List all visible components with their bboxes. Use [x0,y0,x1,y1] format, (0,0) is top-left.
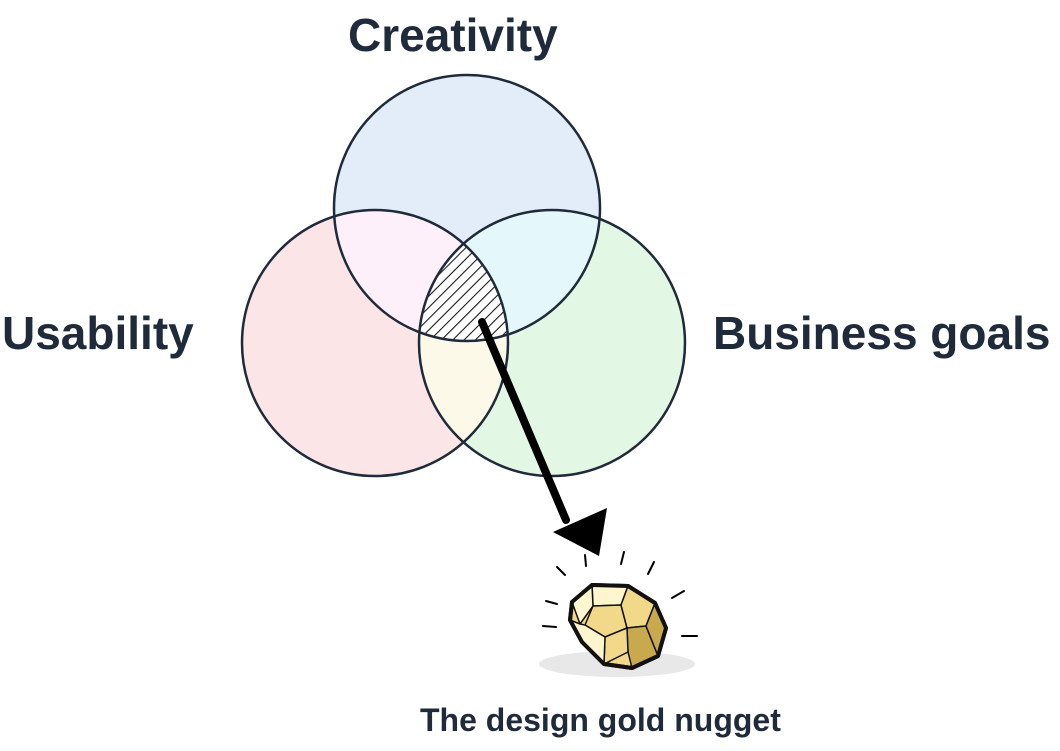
gold-nugget-icon [568,583,668,670]
usability-label: Usability [2,307,194,359]
usability-circle-outline [240,208,510,478]
creativity-circle-outline [332,73,602,343]
sparkle-rays-icon [542,551,698,637]
arrow-to-nugget [478,318,607,556]
business-goals-label: Business goals [713,307,1051,359]
business-goals-circle-outline [417,208,687,478]
center-hatched-overlap [419,210,508,341]
nugget-caption: The design gold nugget [420,702,781,738]
creativity-label: Creativity [348,9,558,61]
